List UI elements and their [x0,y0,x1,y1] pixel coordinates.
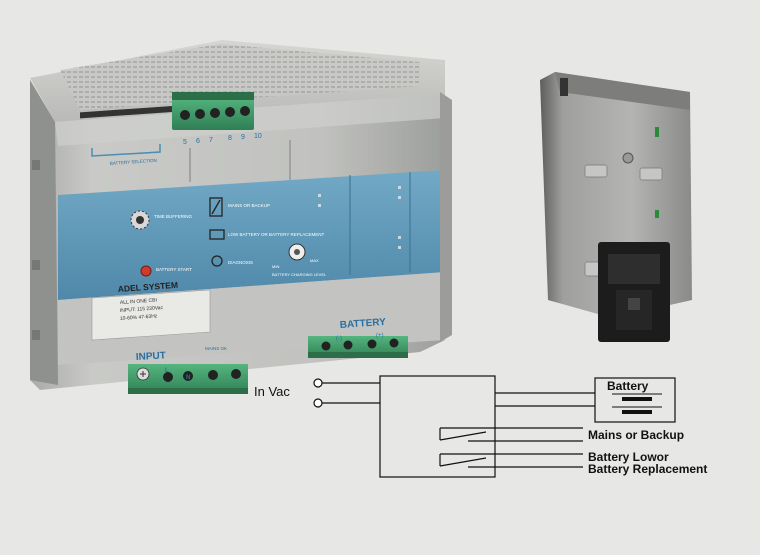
terminal-n-label: N [186,375,190,381]
model-line-3: 10-60% 47-63Hz [120,313,158,322]
rating-label [91,289,211,341]
relay-mains-or-backup [439,427,583,442]
battery-charging-knob [288,243,306,261]
terminal-l-label: L [165,368,169,374]
low-battery-panel-label: LOW BATTERY OR BATTERY REPLACEMENT [228,232,325,237]
battery-start-led [140,265,152,277]
din-rail-clip [598,242,670,342]
max-label: MAX [310,258,319,263]
time-buffering-label: TIME BUFFERING [154,214,192,219]
min-label: MIN [272,264,279,269]
battery-panel-label: BATTERY [339,317,386,331]
brand-logo: ADEL SYSTEM [117,280,178,294]
mains-ok-label: MAINS OK [205,346,227,351]
terminal-number: 7 [209,137,213,144]
model-line-2: INPUT: 115 230Vac [120,305,164,314]
top-terminal-block [172,92,254,130]
terminal-number: 10 [254,133,262,140]
top-terminal-numbers: 5 6 7 8 9 10 [183,133,262,146]
battery-box-label: Battery [607,379,649,393]
input-terminal-1 [313,378,323,388]
battery-selection-label: BATTERY SELECTION [110,158,157,166]
terminal-number: 6 [196,138,200,145]
battery-terminal-block [308,336,408,358]
model-line-1: ALL IN ONE CBI [120,297,157,306]
battery-charging-level-label: BATTERY CHARGING LEVEL [272,272,327,277]
terminal-number: 9 [241,134,245,141]
relay-battery-low [439,453,583,468]
input-terminal-2 [313,398,323,408]
diagnosis-label: DIAGNOSIS [228,260,253,265]
battery-minus-label: (-) [336,336,342,342]
power-supply-unit [30,40,452,394]
terminal-number: 8 [228,135,232,142]
battery-start-label: BATTERY START [156,267,192,272]
input-panel-label: INPUT [136,350,167,363]
terminal-number: 5 [183,139,187,146]
battery-box [594,377,676,423]
in-vac-label: In Vac [254,384,290,399]
schematic-main-box [379,375,496,478]
input-terminal-block [128,364,248,394]
wiring-schematic [313,375,676,478]
relay-battery-low-label: Battery Lowor [588,450,669,464]
battery-plus-label: (+) [376,333,384,339]
relay-battery-replacement-label: Battery Replacement [588,462,708,476]
time-buffering-dial [130,210,150,230]
side-view-unit [540,72,692,342]
relay-mains-or-backup-label: Mains or Backup [588,428,685,442]
mains-or-backup-panel-label: MAINS OR BACKUP [228,203,270,208]
